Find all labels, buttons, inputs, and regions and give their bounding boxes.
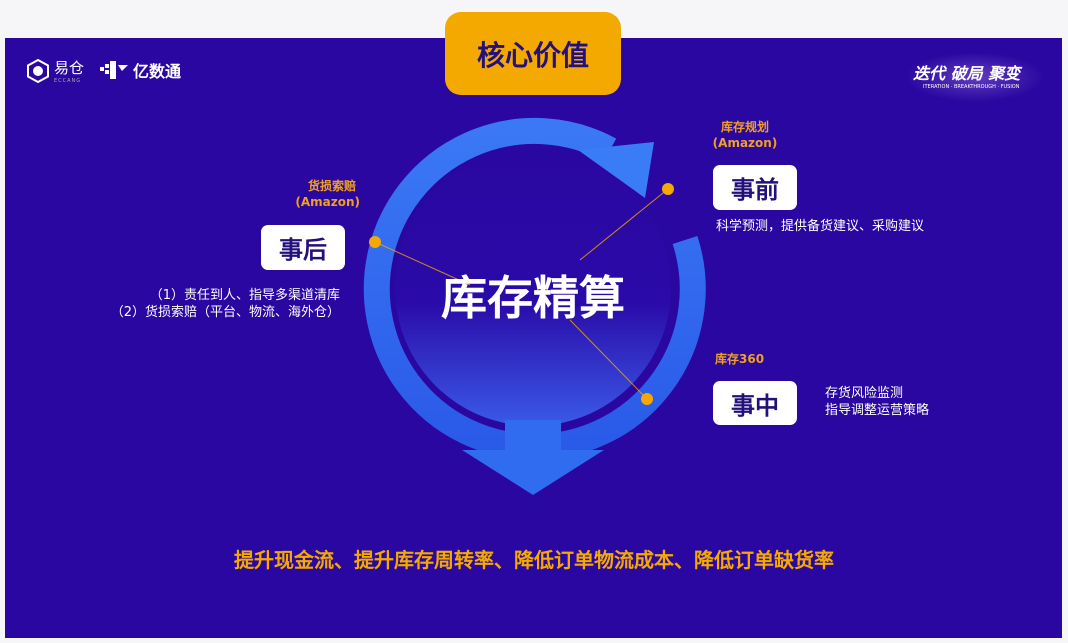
yishutong-logo-text: 亿数通 [133,62,182,81]
connector-after [374,241,471,286]
after-tag: 货损索赔 (Amazon) [270,178,360,210]
benefits-summary: 提升现金流、提升库存周转率、降低订单物流成本、降低订单缺货率 [234,548,834,572]
during-tag: 库存360 [715,352,765,366]
after-tag-text: 货损索赔 [307,179,356,193]
cycle-arrowhead [578,142,654,198]
center-label: 库存精算 [441,271,625,325]
before-tag-text: 库存规划 [720,120,769,134]
cycle-ring [363,118,706,460]
dot-before [662,183,674,195]
dot-during [641,393,653,405]
before-tag-subtext: (Amazon) [712,136,778,150]
after-desc: （1）责任到人、指导多渠道清库 （2）货损索赔（平台、物流、海外仓） [60,287,340,321]
during-desc-line: 指导调整运营策略 [825,403,930,418]
ecang-hexagon-icon [27,58,49,83]
after-desc-line: （1）责任到人、指导多渠道清库 [149,288,340,303]
title-banner: 核心价值 [445,12,621,95]
dot-after [369,236,381,248]
after-desc-line: （2）货损索赔（平台、物流、海外仓） [110,305,340,320]
after-label: 事后 [261,225,345,270]
after-tag-subtext: (Amazon) [295,195,360,209]
inner-circle [395,150,671,426]
campaign-logo: 迭代 破局 聚变 ITERATION · BREAKTHROUGH · FUSI… [905,52,1045,102]
connector-before [579,188,669,261]
before-label: 事前 [713,165,797,210]
during-desc: 存货风险监测 指导调整运营策略 [825,385,929,419]
connector-during [569,319,648,400]
campaign-logo-subtext: ITERATION · BREAKTHROUGH · FUSION [923,84,1020,90]
yishutong-logo: 亿数通 [100,58,181,82]
during-label: 事中 [713,381,797,425]
during-desc-line: 存货风险监测 [825,386,904,401]
down-arrow [462,420,604,495]
ecang-logo-text: 易仓 [54,59,85,77]
yishutong-mark-icon [100,61,128,79]
before-desc: 科学预测，提供备货建议、采购建议 [716,219,925,234]
campaign-logo-text: 迭代 破局 聚变 [913,64,1021,83]
ecang-logo-subtext: ECCANG [54,78,82,84]
before-tag: 库存规划 (Amazon) [700,119,790,151]
